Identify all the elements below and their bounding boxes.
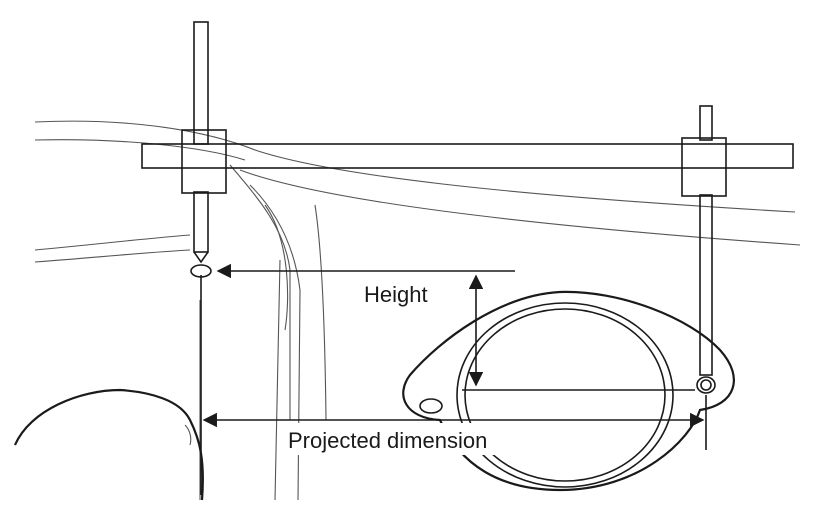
- vehicle-body-outline: [34, 120, 801, 501]
- right-pointer: [681, 105, 727, 394]
- gauge-bar: [141, 143, 794, 169]
- projected-dimension-label: Projected dimension: [288, 428, 487, 453]
- flange-bolt-hole: [419, 398, 443, 414]
- dimension-lines: [200, 263, 707, 495]
- flange-part: [402, 290, 735, 492]
- flange-bolt-hole-right: [700, 379, 712, 391]
- operator-hand-outline: [13, 388, 204, 501]
- right-pointer-tip: [696, 376, 716, 394]
- height-label: Height: [364, 282, 428, 307]
- projected-label-bg: [284, 423, 562, 455]
- left-slider-block: [181, 129, 227, 194]
- height-label-bg: [362, 278, 456, 308]
- right-slider-block: [681, 137, 727, 197]
- left-pointer: [181, 21, 227, 278]
